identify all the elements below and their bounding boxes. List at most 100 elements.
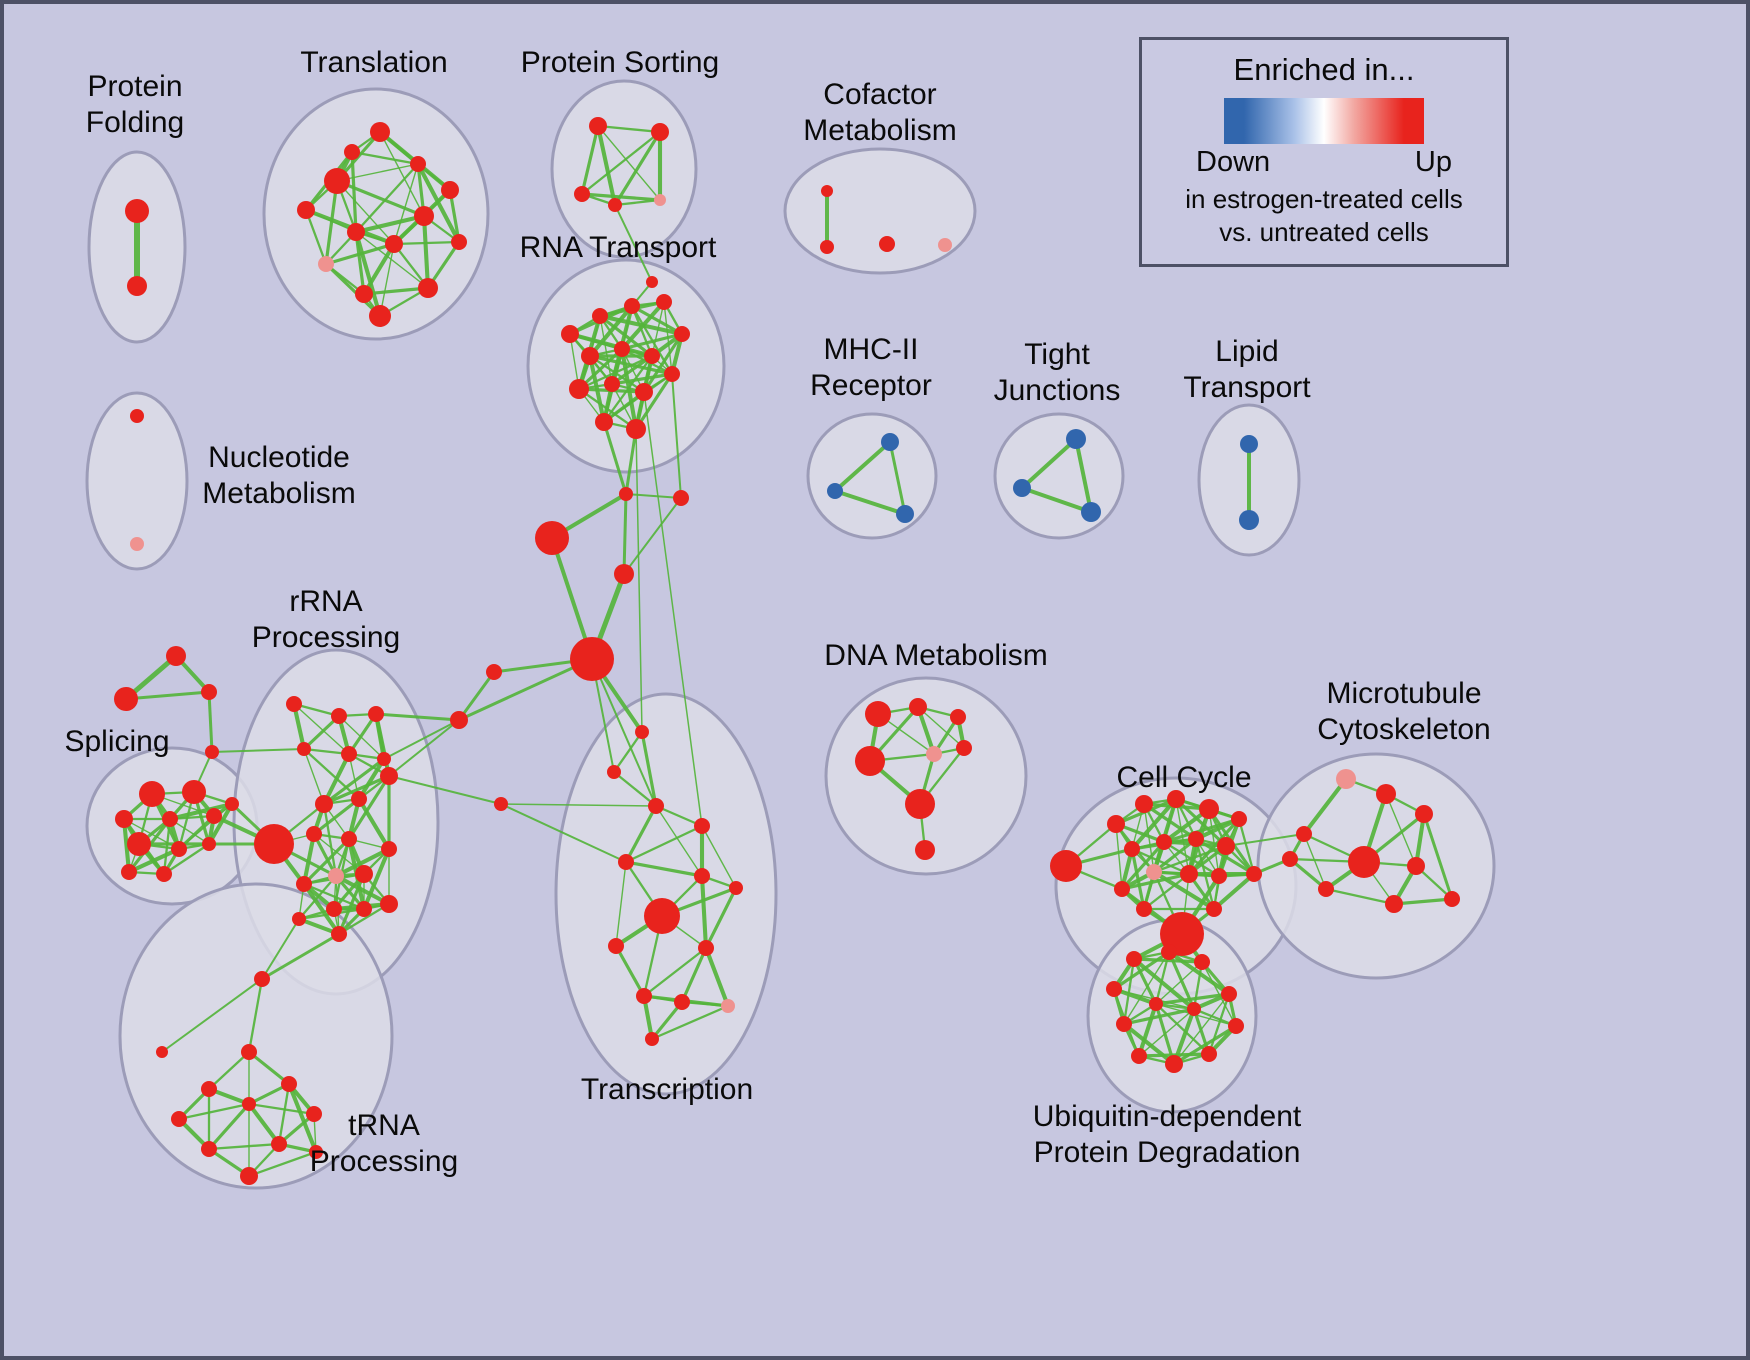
gene-set-node[interactable] xyxy=(635,725,649,739)
gene-set-node[interactable] xyxy=(139,781,165,807)
gene-set-node[interactable] xyxy=(674,326,690,342)
gene-set-node[interactable] xyxy=(171,841,187,857)
gene-set-node[interactable] xyxy=(156,1046,168,1058)
gene-set-node[interactable] xyxy=(326,901,342,917)
gene-set-node[interactable] xyxy=(385,235,403,253)
gene-set-node[interactable] xyxy=(881,433,899,451)
gene-set-node[interactable] xyxy=(286,696,302,712)
gene-set-node[interactable] xyxy=(915,840,935,860)
gene-set-node[interactable] xyxy=(1318,881,1334,897)
gene-set-node[interactable] xyxy=(1180,865,1198,883)
gene-set-node[interactable] xyxy=(271,1136,287,1152)
gene-set-node[interactable] xyxy=(1146,864,1162,880)
gene-set-node[interactable] xyxy=(328,868,344,884)
gene-set-node[interactable] xyxy=(341,746,357,762)
gene-set-node[interactable] xyxy=(1156,834,1172,850)
gene-set-node[interactable] xyxy=(607,765,621,779)
gene-set-node[interactable] xyxy=(581,347,599,365)
gene-set-node[interactable] xyxy=(201,1081,217,1097)
gene-set-node[interactable] xyxy=(1296,826,1312,842)
gene-set-node[interactable] xyxy=(1050,850,1082,882)
gene-set-node[interactable] xyxy=(561,325,579,343)
gene-set-node[interactable] xyxy=(618,854,634,870)
gene-set-node[interactable] xyxy=(451,234,467,250)
gene-set-node[interactable] xyxy=(410,156,426,172)
gene-set-node[interactable] xyxy=(1228,1018,1244,1034)
gene-set-node[interactable] xyxy=(909,698,927,716)
gene-set-node[interactable] xyxy=(624,298,640,314)
gene-set-node[interactable] xyxy=(604,376,620,392)
gene-set-node[interactable] xyxy=(356,901,372,917)
gene-set-node[interactable] xyxy=(721,999,735,1013)
gene-set-node[interactable] xyxy=(281,1076,297,1092)
gene-set-node[interactable] xyxy=(418,278,438,298)
gene-set-node[interactable] xyxy=(306,826,322,842)
gene-set-node[interactable] xyxy=(1107,815,1125,833)
gene-set-node[interactable] xyxy=(1188,831,1204,847)
gene-set-node[interactable] xyxy=(441,181,459,199)
gene-set-node[interactable] xyxy=(1221,986,1237,1002)
gene-set-node[interactable] xyxy=(674,994,690,1010)
gene-set-node[interactable] xyxy=(1114,881,1130,897)
gene-set-node[interactable] xyxy=(956,740,972,756)
gene-set-node[interactable] xyxy=(368,706,384,722)
gene-set-node[interactable] xyxy=(651,123,669,141)
gene-set-node[interactable] xyxy=(127,276,147,296)
gene-set-node[interactable] xyxy=(171,1111,187,1127)
gene-set-node[interactable] xyxy=(1376,784,1396,804)
gene-set-node[interactable] xyxy=(1013,479,1031,497)
gene-set-node[interactable] xyxy=(1161,944,1177,960)
gene-set-node[interactable] xyxy=(1131,1048,1147,1064)
gene-set-node[interactable] xyxy=(608,198,622,212)
gene-set-node[interactable] xyxy=(296,876,312,892)
gene-set-node[interactable] xyxy=(162,811,178,827)
gene-set-node[interactable] xyxy=(644,898,680,934)
gene-set-node[interactable] xyxy=(182,780,206,804)
gene-set-node[interactable] xyxy=(673,490,689,506)
gene-set-node[interactable] xyxy=(1167,790,1185,808)
gene-set-node[interactable] xyxy=(1385,895,1403,913)
gene-set-node[interactable] xyxy=(414,206,434,226)
gene-set-node[interactable] xyxy=(950,709,966,725)
gene-set-node[interactable] xyxy=(1066,429,1086,449)
gene-set-node[interactable] xyxy=(156,866,172,882)
gene-set-node[interactable] xyxy=(450,711,468,729)
gene-set-node[interactable] xyxy=(1231,811,1247,827)
gene-set-node[interactable] xyxy=(1116,1016,1132,1032)
gene-set-node[interactable] xyxy=(331,708,347,724)
gene-set-node[interactable] xyxy=(370,122,390,142)
gene-set-node[interactable] xyxy=(242,1097,256,1111)
gene-set-node[interactable] xyxy=(355,285,373,303)
gene-set-node[interactable] xyxy=(635,383,653,401)
gene-set-node[interactable] xyxy=(315,795,333,813)
gene-set-node[interactable] xyxy=(1211,868,1227,884)
gene-set-node[interactable] xyxy=(1136,901,1152,917)
gene-set-node[interactable] xyxy=(570,637,614,681)
gene-set-node[interactable] xyxy=(879,236,895,252)
gene-set-node[interactable] xyxy=(595,413,613,431)
gene-set-node[interactable] xyxy=(241,1044,257,1060)
gene-set-node[interactable] xyxy=(1081,502,1101,522)
gene-set-node[interactable] xyxy=(355,865,373,883)
gene-set-node[interactable] xyxy=(225,797,239,811)
gene-set-node[interactable] xyxy=(820,240,834,254)
gene-set-node[interactable] xyxy=(380,767,398,785)
gene-set-node[interactable] xyxy=(855,746,885,776)
gene-set-node[interactable] xyxy=(202,837,216,851)
gene-set-node[interactable] xyxy=(292,912,306,926)
gene-set-node[interactable] xyxy=(1194,954,1210,970)
gene-set-node[interactable] xyxy=(114,687,138,711)
gene-set-node[interactable] xyxy=(608,938,624,954)
gene-set-node[interactable] xyxy=(115,810,133,828)
gene-set-node[interactable] xyxy=(324,168,350,194)
gene-set-node[interactable] xyxy=(377,752,391,766)
gene-set-node[interactable] xyxy=(494,797,508,811)
gene-set-node[interactable] xyxy=(347,223,365,241)
gene-set-node[interactable] xyxy=(344,144,360,160)
gene-set-node[interactable] xyxy=(698,940,714,956)
gene-set-node[interactable] xyxy=(297,201,315,219)
gene-set-node[interactable] xyxy=(369,305,391,327)
gene-set-node[interactable] xyxy=(125,199,149,223)
gene-set-node[interactable] xyxy=(644,348,660,364)
gene-set-node[interactable] xyxy=(1165,1055,1183,1073)
